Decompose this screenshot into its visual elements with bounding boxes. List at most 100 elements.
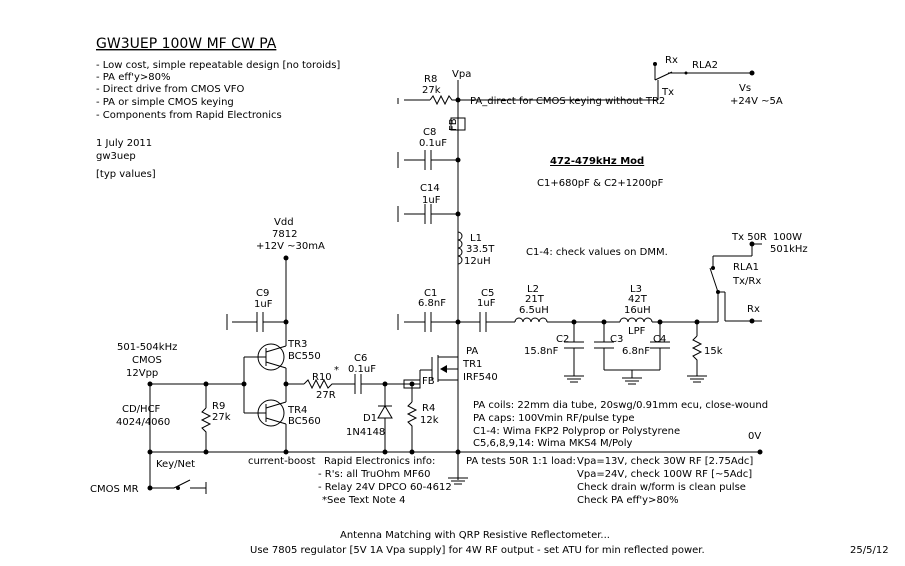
capacitor-check-note: C1-4: check values on DMM. xyxy=(526,247,668,258)
pa-tests-title: PA tests 50R 1:1 load: xyxy=(466,456,576,467)
c14-value: 1uF xyxy=(422,195,441,206)
rla1-label: RLA1 xyxy=(733,262,759,273)
capacitor-c3: C3 6.8nF xyxy=(594,322,660,371)
l2-turns: 21T xyxy=(525,294,545,305)
transistor-tr3: TR3 BC550 xyxy=(244,339,321,371)
capacitor-c9: C9 1uF xyxy=(226,288,286,332)
capacitor-c14: C14 1uF xyxy=(397,183,461,224)
r9-label: R9 xyxy=(212,401,225,412)
input-section: 501-504kHz CMOS 12Vpp CD/HCF 4024/4060 K… xyxy=(90,342,315,495)
cd-part-label: 4024/4060 xyxy=(116,417,170,428)
typ-values-label: [typ values] xyxy=(96,169,156,180)
feature-line: - PA or simple CMOS keying xyxy=(96,97,234,108)
diode-d1: D1 1N4148 xyxy=(346,384,393,452)
lpf-label: LPF xyxy=(628,326,646,337)
rapid-info-line: *See Text Note 4 xyxy=(322,495,405,506)
resistor-r9: R9 27k xyxy=(200,384,231,452)
cmos-mr-label: CMOS MR xyxy=(90,484,139,495)
vdd-label: Vdd xyxy=(274,217,294,228)
callsign-label: gw3uep xyxy=(96,151,136,162)
l3-value: 16uH xyxy=(624,305,651,316)
ferrite-bead-gate: FB xyxy=(385,370,435,389)
pa-tests: PA tests 50R 1:1 load: Vpa=13V, check 30… xyxy=(466,456,753,506)
pa-label: PA xyxy=(466,346,478,357)
cd-hcf-label: CD/HCF xyxy=(122,404,161,415)
r4-value: 12k xyxy=(420,415,439,426)
c5-label: C5 xyxy=(481,288,494,299)
c4-label: C4 xyxy=(653,334,666,345)
rla2-rx-label: Rx xyxy=(665,55,678,66)
tr1-type: IRF540 xyxy=(463,372,498,383)
mosfet-tr1: PA TR1 IRF540 xyxy=(420,346,498,383)
l1-value: 12uH xyxy=(464,256,491,267)
l2-label: L2 xyxy=(527,284,539,295)
input-freq: 501-504kHz xyxy=(117,342,177,353)
out-power: 100W xyxy=(773,232,802,243)
r10-value: 27R xyxy=(316,390,336,401)
rla2-tx-label: Tx xyxy=(661,87,674,98)
r9-value: 27k xyxy=(212,412,231,423)
d1-label: D1 xyxy=(363,413,377,424)
c3-label: C3 xyxy=(610,334,623,345)
r15k-value: 15k xyxy=(704,346,723,357)
ground-rail: 0V xyxy=(150,431,763,485)
r10-label: R10 xyxy=(312,372,332,383)
tr3-type: BC550 xyxy=(288,351,321,362)
vdd-value: +12V ~30mA xyxy=(256,241,325,252)
c1-label: C1 xyxy=(424,288,437,299)
vdd-supply: Vdd 7812 +12V ~30mA xyxy=(256,217,325,346)
fb-gate-label: FB xyxy=(422,376,435,387)
tx50r-label: Tx 50R xyxy=(731,232,767,243)
mod-detail: C1+680pF & C2+1200pF xyxy=(537,178,664,189)
regulator-label: 7812 xyxy=(272,229,297,240)
footer-line: Antenna Matching with QRP Resistive Refl… xyxy=(340,530,610,541)
output-line: C5 1uF L2 21T 6.5uH L3 42T 16uH LPF xyxy=(458,284,718,337)
pa-test-line: Check drain w/form is clean pulse xyxy=(577,482,746,493)
c2-value: 15.8nF xyxy=(524,346,559,357)
capacitor-c2: C2 15.8nF xyxy=(524,322,584,383)
c6-value: 0.1uF xyxy=(348,364,376,375)
rapid-info-line: - R's: all TruOhm MF60 xyxy=(318,469,430,480)
schematic-title: GW3UEP 100W MF CW PA xyxy=(96,36,277,52)
footer-line: Use 7805 regulator [5V 1A Vpa supply] fo… xyxy=(250,545,705,556)
zero-v-label: 0V xyxy=(748,431,761,442)
tr4-type: BC560 xyxy=(288,416,321,427)
capacitor-c1: C1 6.8nF xyxy=(397,288,461,332)
date-label: 1 July 2011 xyxy=(96,138,152,149)
feature-line: - PA eff'y>80% xyxy=(96,72,171,83)
r10-star: * xyxy=(334,365,339,376)
out-freq: 501kHz xyxy=(770,244,808,255)
relay-rla1: RLA1 Tx/Rx Tx 50R 100W 501kHz Rx xyxy=(709,232,808,324)
capacitor-c8: C8 0.1uF xyxy=(397,127,461,170)
pa-test-line: Vpa=13V, check 30W RF [2.75Adc] xyxy=(577,456,753,467)
c6-label: C6 xyxy=(354,353,367,364)
pa-direct-label: PA_direct for CMOS keying without TR2 xyxy=(470,96,665,107)
feature-line: - Direct drive from CMOS VFO xyxy=(96,84,244,95)
tr3-label: TR3 xyxy=(287,339,307,350)
rapid-info-line: - Relay 24V DPCO 60-4612 xyxy=(318,482,452,493)
rapid-info-line: Rapid Electronics info: xyxy=(324,456,435,467)
resistor-15k: 15k xyxy=(687,322,723,383)
relay-rla2: Rx Tx RLA2 Vs +24V ~5A xyxy=(458,55,783,107)
key-net-label: Key/Net xyxy=(156,459,195,470)
revision-date: 25/5/12 xyxy=(850,545,889,556)
r4-label: R4 xyxy=(422,403,435,414)
l1-turns: 33.5T xyxy=(466,244,495,255)
l1-label: L1 xyxy=(470,233,482,244)
tr1-label: TR1 xyxy=(462,359,482,370)
current-boost-label: current-boost xyxy=(248,456,315,467)
input-type: CMOS xyxy=(132,355,162,366)
c8-label: C8 xyxy=(423,127,436,138)
feature-line: - Low cost, simple repeatable design [no… xyxy=(96,60,340,71)
c1-value: 6.8nF xyxy=(418,298,446,309)
l3-turns: 42T xyxy=(628,294,648,305)
resistor-r4: R4 12k xyxy=(406,384,439,452)
pa-note-line: PA coils: 22mm dia tube, 20swg/0.91mm ec… xyxy=(473,400,768,411)
vpa-label: Vpa xyxy=(452,69,471,80)
input-level: 12Vpp xyxy=(126,368,158,379)
r8-value: 27k xyxy=(422,85,441,96)
c3-value: 6.8nF xyxy=(622,346,650,357)
c8-value: 0.1uF xyxy=(419,138,447,149)
pa-test-line: Check PA eff'y>80% xyxy=(577,495,679,506)
